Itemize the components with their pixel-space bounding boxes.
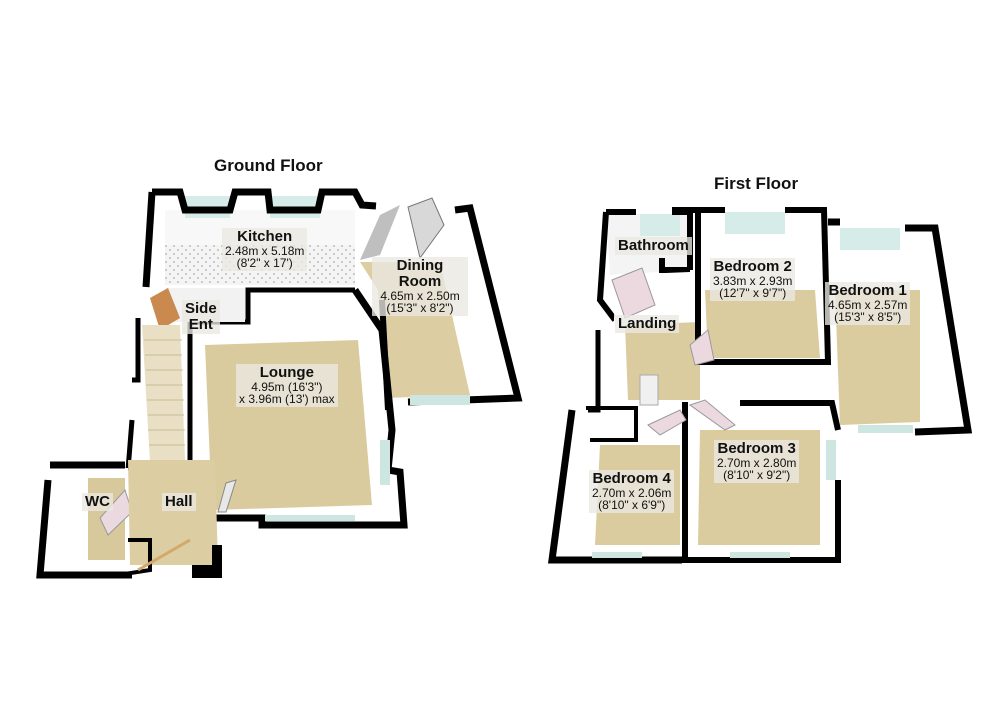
hall-label: Hall: [162, 493, 196, 511]
door-icon: [688, 399, 736, 431]
first-floor-title: First Floor: [714, 174, 799, 193]
bedroom-1-room: [828, 218, 973, 436]
door-icon: [217, 479, 237, 513]
window-icon: [730, 552, 790, 558]
door-icon: [407, 197, 445, 260]
door-icon: [150, 288, 180, 330]
door-icon: [611, 267, 656, 319]
window-icon: [840, 228, 900, 250]
ground-floor-title: Ground Floor: [214, 156, 323, 175]
bathroom-label: Bathroom: [615, 237, 692, 255]
side-entrance-label: Side Ent: [182, 300, 220, 334]
window-icon: [410, 395, 470, 405]
lounge-label: Lounge 4.95m (16'3") x 3.96m (13') max: [236, 364, 338, 407]
window-icon: [592, 552, 642, 558]
kitchen-room: [142, 188, 377, 288]
door-icon: [647, 409, 687, 436]
kitchen-label: Kitchen 2.48m x 5.18m (8'2" x 17'): [222, 228, 308, 271]
wc-label: WC: [82, 493, 113, 511]
landing-label: Landing: [615, 315, 680, 333]
window-icon: [265, 515, 355, 521]
bedroom-3-label: Bedroom 3 2.70m x 2.80m (8'10" x 9'2"): [714, 440, 800, 483]
landing-area: [588, 267, 700, 420]
bedroom-4-label: Bedroom 4 2.70m x 2.06m (8'10" x 6'9"): [589, 470, 675, 513]
window-icon: [858, 425, 913, 433]
staircase: [125, 318, 185, 471]
hall-area: [117, 460, 222, 578]
window-icon: [380, 440, 390, 485]
window-icon: [826, 440, 836, 480]
door-icon: [689, 329, 715, 366]
door-icon: [360, 205, 400, 260]
wc-room: [36, 461, 133, 579]
bedroom-2-label: Bedroom 2 3.83m x 2.93m (12'7" x 9'7"): [710, 258, 796, 301]
window-icon: [725, 212, 785, 234]
bedroom-1-label: Bedroom 1 4.65m x 2.57m (15'3" x 8'5"): [825, 282, 911, 325]
stair-rail-icon: [639, 374, 659, 406]
door-icon: [137, 538, 191, 572]
dining-room-label: Dining Room 4.65m x 2.50m (15'3" x 8'2"): [372, 257, 468, 316]
window-icon: [640, 214, 680, 236]
